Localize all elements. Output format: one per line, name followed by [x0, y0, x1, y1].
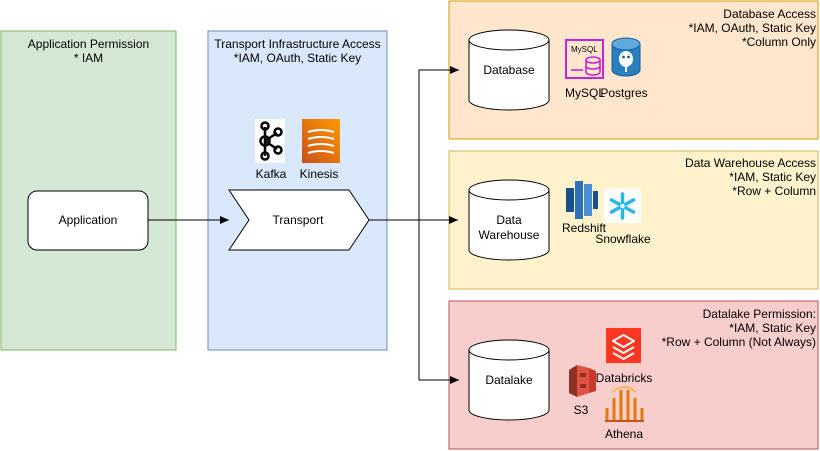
snowflake-label: Snowflake — [595, 232, 651, 246]
warehouse-panel-title: Data Warehouse Access — [685, 156, 816, 170]
databricks-icon — [606, 328, 641, 363]
warehouse-node-label-line-2: Warehouse — [479, 228, 540, 242]
warehouse-panel-line-2: *Row + Column — [732, 184, 816, 198]
application-panel-line-1: * IAM — [74, 51, 103, 65]
athena-icon — [605, 386, 644, 422]
transport-node[interactable]: Transport — [228, 189, 370, 251]
kafka-icon — [255, 119, 285, 163]
warehouse-cylinder-top — [468, 179, 550, 201]
connectors — [148, 66, 459, 384]
application-node-label: Application — [59, 213, 118, 227]
database-node-label: Database — [483, 63, 535, 77]
redshift-label: Redshift — [562, 221, 607, 235]
mysql-icon: MySQL — [565, 39, 604, 79]
edge-transport-to-datalake — [418, 220, 459, 384]
postgres-label: Postgres — [600, 86, 647, 100]
database-panel-title: Database Access — [723, 7, 816, 21]
database-panel-line-1: *IAM, OAuth, Static Key — [689, 21, 816, 35]
application-panel-title: Application Permission — [28, 37, 149, 51]
transport-node-label: Transport — [273, 213, 325, 227]
database-cylinder-top — [468, 29, 550, 51]
database-node[interactable]: Database — [468, 29, 550, 111]
datalake-cylinder-top — [468, 339, 550, 361]
database-cylinder[interactable] — [468, 40, 550, 111]
application-node-shape[interactable] — [27, 190, 149, 251]
mysql-label: MySQL — [565, 86, 605, 100]
datalake-cylinder[interactable] — [468, 350, 550, 421]
datalake-panel-title: Datalake Permission: — [703, 307, 816, 321]
warehouse-panel-line-1: *IAM, Static Key — [729, 170, 816, 184]
datalake-node-label: Datalake — [485, 373, 533, 387]
kinesis-icon — [302, 119, 340, 163]
s3-label: S3 — [574, 403, 589, 417]
warehouse-node-label-line-1: Data — [496, 213, 522, 227]
kafka-label: Kafka — [256, 167, 287, 181]
warehouse-cylinder[interactable] — [468, 190, 550, 261]
athena-label: Athena — [605, 427, 643, 441]
application-permission-panel: Application Permission * IAM — [0, 30, 177, 351]
transport-panel-line-1: *IAM, OAuth, Static Key — [234, 51, 361, 65]
databricks-label: Databricks — [596, 371, 653, 385]
s3-icon — [569, 365, 596, 397]
redshift-icon — [566, 181, 598, 219]
warehouse-node[interactable]: Data Warehouse — [468, 179, 550, 261]
snowflake-icon — [604, 189, 641, 223]
mysql-icon-text: MySQL — [571, 45, 598, 54]
datalake-panel-line-2: *Row + Column (Not Always) — [662, 335, 816, 349]
transport-panel-title: Transport Infrastructure Access — [214, 37, 380, 51]
database-panel-line-2: *Column Only — [742, 35, 816, 49]
edge-transport-to-database — [418, 66, 459, 220]
application-node[interactable]: Application — [27, 190, 149, 251]
datalake-panel-line-1: *IAM, Static Key — [729, 321, 816, 335]
transport-node-shape[interactable] — [228, 189, 370, 251]
datalake-node[interactable]: Datalake — [468, 339, 550, 421]
postgres-icon — [611, 37, 641, 77]
kinesis-label: Kinesis — [300, 167, 339, 181]
